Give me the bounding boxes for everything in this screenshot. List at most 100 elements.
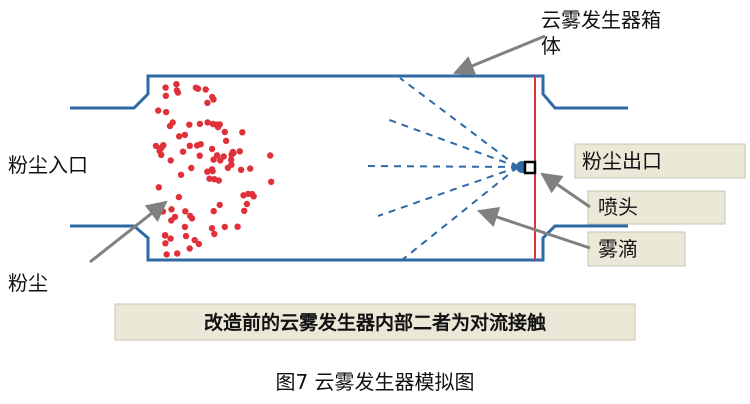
dust-particle [182, 208, 189, 215]
generator-box [70, 74, 628, 262]
dust-particle [169, 119, 176, 126]
dust-particle [239, 129, 246, 136]
dust-particle [196, 152, 203, 159]
dust-particle [204, 99, 211, 107]
dust-particle [173, 81, 180, 88]
box-title-label-line1: 云雾发生器箱 [541, 8, 661, 32]
dust-particle [221, 223, 228, 231]
figure-caption: 图7 云雾发生器模拟图 [275, 370, 474, 394]
dust-particle [193, 142, 201, 149]
dust-particle [196, 120, 204, 128]
banner-text: 改造前的云雾发生器内部二者为对流接触 [204, 311, 546, 334]
dust-particle [214, 123, 222, 131]
dust-particle [177, 171, 185, 178]
dust-particle [186, 212, 194, 220]
mist-arrow [477, 207, 591, 250]
dust-particle [179, 148, 187, 155]
dust-particle [181, 131, 189, 139]
dust-particle [210, 207, 217, 215]
dust-particle [168, 206, 175, 213]
dust-particle [159, 208, 167, 215]
dust-particle [186, 121, 193, 128]
mist-label-box [587, 231, 686, 267]
dust-particle [216, 201, 223, 209]
dust-particle [211, 176, 218, 183]
dust-label: 粉尘 [8, 271, 48, 295]
box-title-arrow [453, 34, 546, 76]
dust-particle [173, 87, 181, 94]
dust-particle [167, 235, 174, 242]
spray-line [399, 77, 519, 168]
nozzle-block [523, 160, 537, 175]
dust-arrow [89, 200, 168, 264]
box-title-label-line2: 体 [541, 34, 561, 58]
dust-particle [176, 133, 183, 140]
dust-particle [267, 152, 274, 159]
dust-particle [188, 164, 195, 172]
dust-particle [241, 207, 248, 214]
dust-particle [234, 223, 241, 230]
dust-particle [227, 156, 235, 164]
dust-outlet-label-box [574, 143, 746, 179]
dust-particle [204, 168, 211, 175]
spray-line [377, 166, 519, 217]
dust-particle [245, 190, 252, 198]
dust-particle [186, 142, 193, 149]
dust-particle [213, 152, 221, 159]
dust-particle [204, 119, 211, 126]
nozzle-arrow [540, 172, 591, 209]
spray-line [363, 165, 519, 168]
dust-particle [221, 128, 228, 136]
nozzle-label-box [587, 190, 726, 225]
dust-particle [152, 142, 160, 150]
dust-particles [152, 81, 275, 258]
dust-particle [162, 92, 169, 100]
mist-spray [363, 77, 519, 261]
nozzle-label: 喷头 [598, 195, 638, 219]
dust-particle [228, 161, 235, 168]
dust-particle [194, 85, 202, 92]
dust-particle [168, 217, 175, 224]
dust-particle [243, 200, 251, 208]
dust-particle [186, 245, 193, 252]
dust-particle [174, 250, 181, 257]
dust-particle [182, 232, 190, 240]
dust-particle [162, 108, 170, 116]
box-top-wall [70, 74, 628, 110]
dust-particle [268, 178, 275, 185]
spray-line [401, 166, 519, 261]
dust-particle [211, 230, 218, 238]
dust-particle [161, 232, 169, 239]
dust-particle [155, 107, 162, 114]
dust-particle [163, 251, 170, 258]
dust-particle [217, 157, 224, 164]
dust-inlet-label: 粉尘入口 [8, 153, 88, 177]
dust-particle [156, 147, 163, 155]
dust-particle [208, 225, 216, 232]
dust-particle [167, 157, 174, 164]
dust-particle [222, 137, 230, 144]
dust-particle [162, 240, 169, 247]
dust-particle [206, 175, 213, 182]
dust-particle [247, 165, 254, 172]
banner-box [114, 303, 636, 341]
spray-line [383, 117, 519, 168]
dust-particle [175, 193, 183, 201]
dust-particle [236, 148, 243, 155]
dust-particle [208, 145, 216, 153]
dust-particle [237, 166, 245, 173]
box-bottom-wall [70, 224, 628, 262]
dust-particle [191, 236, 198, 244]
mist-label: 雾滴 [598, 237, 638, 261]
dust-particle [202, 86, 209, 93]
dust-particle [181, 223, 189, 231]
dust-particle [210, 156, 217, 163]
dust-outlet-label: 粉尘出口 [582, 149, 662, 173]
dust-particle [162, 84, 169, 91]
dust-particle [208, 166, 216, 173]
dust-particle [155, 184, 162, 191]
dust-particle [195, 240, 203, 248]
dust-particle [209, 93, 216, 101]
dust-particle [229, 148, 237, 156]
